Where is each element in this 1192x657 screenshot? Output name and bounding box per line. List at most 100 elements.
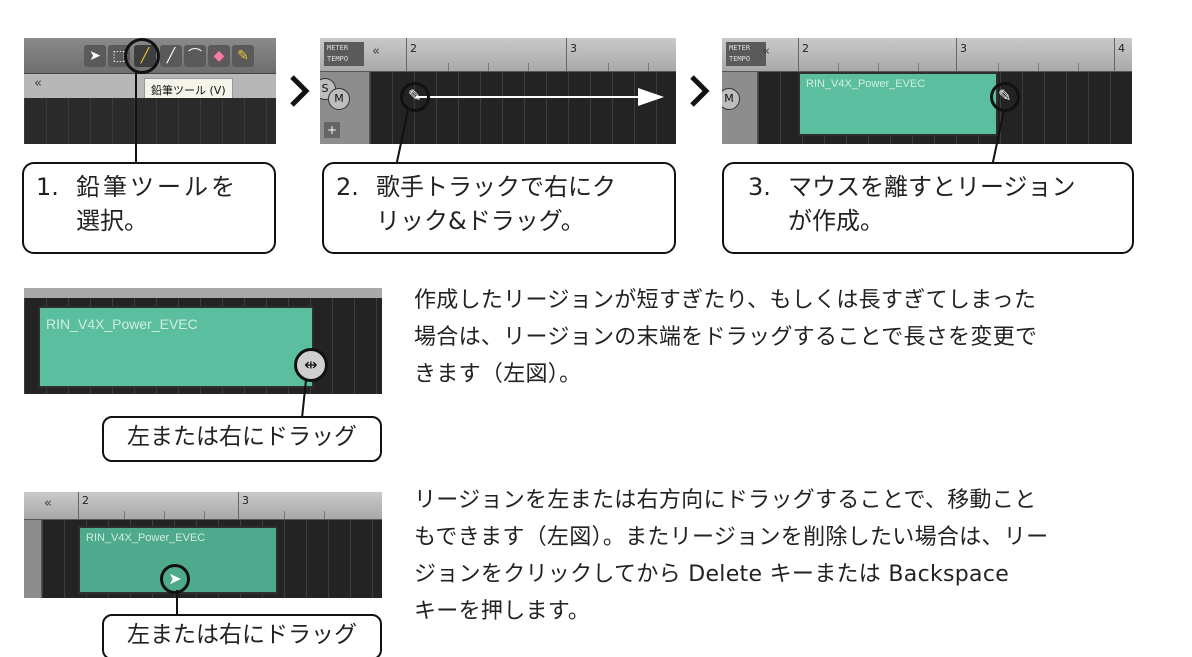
step-text-line: が作成。 (788, 207, 884, 235)
meter-tempo-label: METER TEMPO (324, 42, 364, 66)
drag-label: 左または右にドラッグ (102, 416, 382, 462)
step-text-line: 鉛筆ツールを (76, 173, 238, 201)
tick (284, 511, 285, 519)
collapse-icon[interactable]: « (44, 496, 52, 511)
step-text-line: マウスを離すとリージョン (788, 173, 1076, 201)
mute-button[interactable]: M (328, 88, 350, 110)
arrow-tool-button[interactable]: ➤ (84, 45, 106, 67)
meter-label: METER (729, 44, 751, 52)
resize-paragraph: 作成したリージョンが短すぎたり、もしくは長すぎてしまった 場合は、リージョンの末… (414, 282, 1174, 393)
step-text-line: 選択。 (76, 207, 148, 235)
tick (918, 63, 919, 71)
callout-line (135, 70, 137, 165)
pencil-icon: ✎ (408, 86, 422, 105)
bar-line (956, 38, 957, 72)
bar-line (798, 38, 799, 72)
tick (164, 511, 165, 519)
ruler: « 2 3 (24, 492, 382, 520)
tick (324, 511, 325, 519)
collapse-icon[interactable]: « (34, 76, 42, 91)
paragraph-line: もできます（左図）。またリージョンを削除したい場合は、リー (414, 525, 1049, 550)
bar-number: 2 (802, 42, 809, 55)
bar-number: 3 (570, 42, 577, 55)
tempo-label: TEMPO (327, 55, 349, 63)
step-number: 1. (36, 173, 59, 201)
tempo-label: TEMPO (729, 55, 751, 63)
tick (488, 63, 489, 71)
vocal-region[interactable]: RIN_V4X_Power_EVEC (798, 72, 998, 136)
step-text: 歌手トラックで右にク リック&ドラッグ。 (376, 170, 666, 238)
bar-number: 3 (242, 494, 249, 507)
step-number: 2. (336, 173, 359, 201)
tick (1078, 63, 1079, 71)
bar-line (78, 492, 79, 520)
resize-handle-icon[interactable]: ⇹ (294, 348, 328, 382)
ruler-strip (24, 288, 382, 298)
highlight-circle (124, 38, 160, 74)
drag-arrow (416, 88, 664, 106)
step-number: 3. (748, 173, 771, 201)
paragraph-line: キーを押します。 (414, 599, 591, 624)
bar-line (406, 38, 407, 72)
meter-label: METER (327, 44, 349, 52)
track-area (24, 98, 276, 144)
paragraph-line: 場合は、リージョンの末端をドラッグすることで長さを変更で (414, 325, 1038, 350)
move-paragraph: リージョンを左または右方向にドラッグすることで、移動こと もできます（左図）。ま… (414, 482, 1184, 630)
tick (204, 511, 205, 519)
tick (448, 63, 449, 71)
paragraph-line: ジョンをクリックしてから Delete キーまたは Backspace (414, 562, 1010, 587)
ruler: METER TEMPO « 2 3 4 (722, 38, 1132, 72)
bar-line (1114, 38, 1115, 72)
drag-label: 左または右にドラッグ (102, 614, 382, 657)
mute-button[interactable]: M (722, 88, 740, 110)
step-text-line: リック&ドラッグ。 (376, 207, 585, 235)
curve-tool-button[interactable]: ⌒ (184, 45, 206, 67)
step-text: マウスを離すとリージョン が作成。 (788, 170, 1124, 238)
collapse-icon[interactable]: « (372, 44, 380, 59)
track-header: S M + (320, 72, 370, 144)
screenshot-pencil-tool: ➤ ⬚ ╱ ╱ ⌒ ◆ ✎ « 鉛筆ツール (V) (24, 38, 276, 144)
pencil-icon: ✎ (998, 86, 1012, 105)
tick (878, 63, 879, 71)
chevron-right-icon (690, 75, 710, 107)
region-name: RIN_V4X_Power_EVEC (806, 78, 926, 90)
tick (608, 63, 609, 71)
pencil-cursor-circle (990, 82, 1020, 112)
tick (1038, 63, 1039, 71)
paragraph-line: きます（左図）。 (414, 362, 582, 387)
add-track-button[interactable]: + (324, 122, 340, 138)
screenshot-move-region: « 2 3 RIN_V4X_Power_EVEC ➤ (24, 492, 382, 598)
bar-number: 2 (410, 42, 417, 55)
tick (998, 63, 999, 71)
step-3-callout: 3. マウスを離すとリージョン が作成。 (722, 162, 1134, 254)
brush-tool-button[interactable]: ✎ (232, 45, 254, 67)
step-text-line: 歌手トラックで右にク (376, 173, 616, 201)
step-text: 鉛筆ツールを 選択。 (76, 170, 266, 238)
callout-line (176, 590, 178, 618)
region-name: RIN_V4X_Power_EVEC (86, 532, 206, 544)
chevron-right-icon (290, 75, 310, 107)
line-tool-button[interactable]: ╱ (160, 45, 182, 67)
meter-tempo-label: METER TEMPO (726, 42, 766, 66)
bar-line (238, 492, 239, 520)
vocal-region[interactable]: RIN_V4X_Power_EVEC (38, 306, 314, 388)
track-header (24, 520, 42, 598)
track-header: M (722, 72, 758, 144)
bar-number: 2 (82, 494, 89, 507)
tick (648, 63, 649, 71)
region-name: RIN_V4X_Power_EVEC (46, 316, 198, 332)
pencil-cursor-circle (400, 82, 430, 112)
bar-number: 3 (960, 42, 967, 55)
step-1-callout: 1. 鉛筆ツールを 選択。 (22, 162, 276, 254)
tick (528, 63, 529, 71)
eraser-tool-button[interactable]: ◆ (208, 45, 230, 67)
pointer-cursor-icon: ➤ (160, 564, 190, 594)
ruler: METER TEMPO « 2 3 (320, 38, 676, 72)
collapse-icon[interactable]: « (762, 44, 770, 59)
paragraph-line: 作成したリージョンが短すぎたり、もしくは長すぎてしまった (414, 288, 1037, 313)
screenshot-region-created: METER TEMPO « 2 3 4 M RIN_V4X_Power_EVEC… (722, 38, 1132, 144)
bar-number: 4 (1118, 42, 1125, 55)
tick (838, 63, 839, 71)
step-2-callout: 2. 歌手トラックで右にク リック&ドラッグ。 (322, 162, 676, 254)
screenshot-click-drag: METER TEMPO « 2 3 S M + ✎ (320, 38, 676, 144)
